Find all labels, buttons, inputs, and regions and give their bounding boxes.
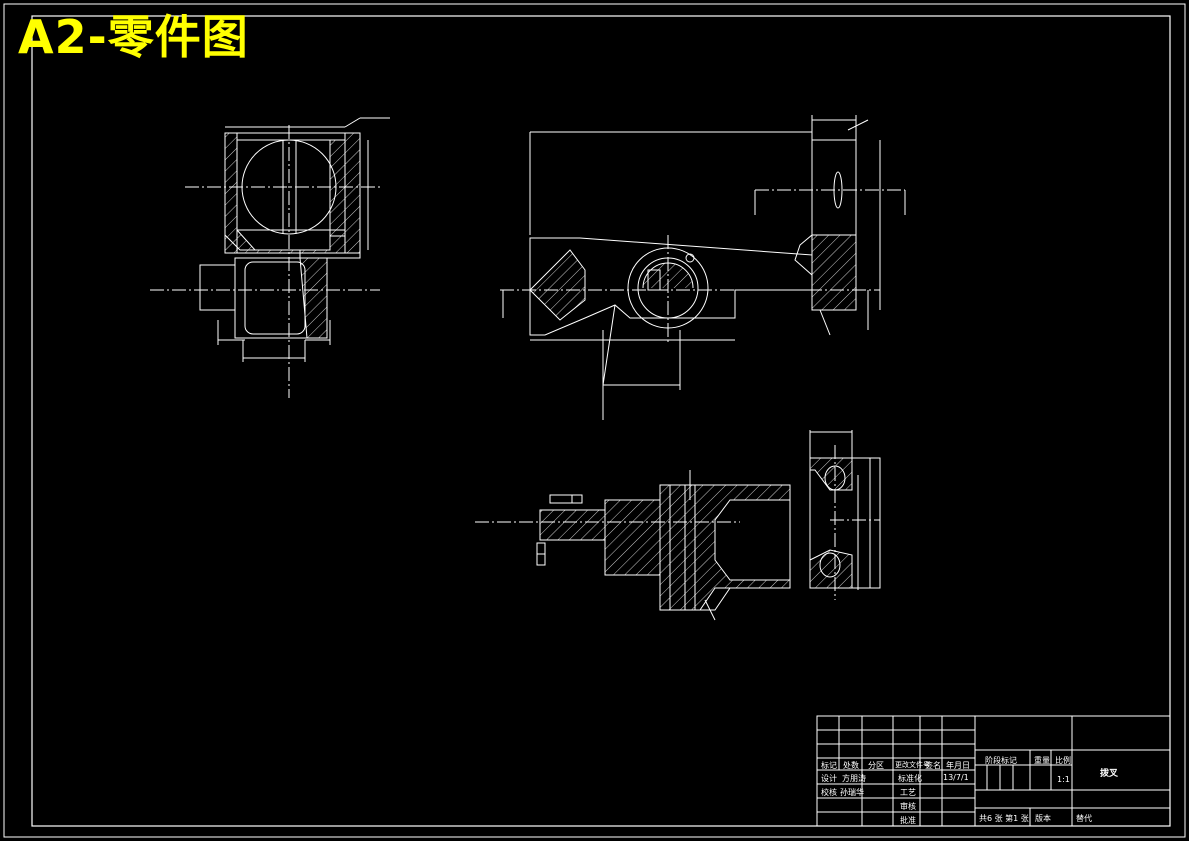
tb-weight-label: 重量 (1034, 756, 1050, 765)
outer-border (3, 3, 1186, 838)
title-block-grid (816, 715, 1171, 827)
tb-zone-label: 分区 (868, 761, 884, 770)
tb-date-value: 13/7/1 (943, 773, 969, 782)
tb-sign-label: 签名 (925, 761, 941, 770)
tb-replace-label: 替代 (1076, 814, 1092, 823)
tb-designer: 方朋涛 (842, 774, 866, 783)
tb-sheet-count: 共6 张 第1 张 (979, 814, 1029, 823)
tb-scale-value: 1:1 (1057, 775, 1070, 784)
tb-stage-label: 阶段标记 (985, 756, 1017, 765)
front-view (500, 115, 906, 420)
inner-border (31, 15, 1171, 827)
sheet-title: A2-零件图 (18, 10, 249, 64)
section-view (475, 430, 881, 621)
tb-scale-label: 比例 (1055, 756, 1071, 765)
left-view (150, 117, 390, 398)
tb-review-label: 审核 (900, 802, 916, 811)
tb-process-label: 工艺 (900, 788, 916, 797)
tb-part-name: 拨叉 (1100, 769, 1119, 779)
tb-design-label: 设计 (821, 774, 837, 783)
tb-count-label: 处数 (843, 761, 859, 770)
tb-mark-label: 标记 (821, 761, 837, 770)
tb-check-label: 校核 (821, 788, 837, 797)
tb-version-label: 版本 (1035, 814, 1051, 823)
tb-checker: 孙瑞华 (840, 788, 864, 797)
tb-date-label: 年月日 (946, 761, 970, 770)
tb-approve-label: 批准 (900, 816, 916, 825)
tb-standard-label: 标准化 (898, 774, 922, 783)
tb-doc-label: 更改文件号 (895, 761, 930, 769)
